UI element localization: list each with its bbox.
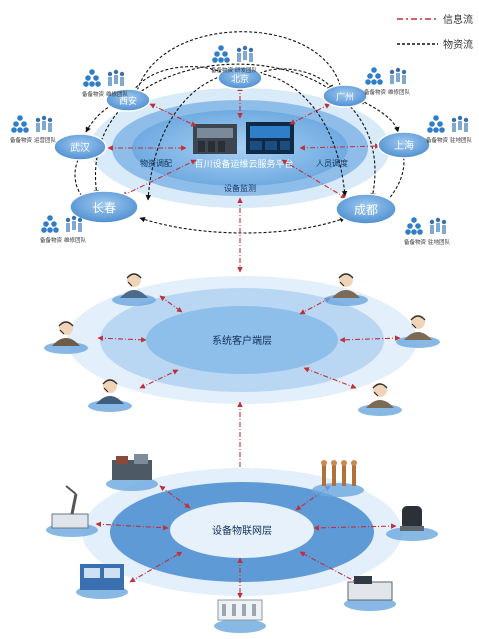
- city-label-beijing: 北京: [231, 73, 249, 85]
- cloud-label-device-monitor: 设备监测: [224, 183, 256, 193]
- client-layer-title: 系统客户端层: [212, 334, 272, 347]
- spare-parts-stack-icon: [83, 69, 101, 87]
- resource-label-spare: 备备物资: [211, 66, 234, 74]
- team-people-icon: [429, 217, 447, 234]
- resource-label-spare: 备备物资: [40, 236, 63, 244]
- resource-label-spare: 备备物资: [404, 238, 427, 246]
- resource-label-team: 驻地团队: [428, 238, 451, 246]
- resource-label-team: 维修团队: [106, 90, 129, 98]
- city-node-guangzhou: 广州: [322, 84, 368, 108]
- city-node-chengdu: 成都: [335, 193, 397, 225]
- spare-parts-stack-icon: [365, 67, 383, 85]
- industrial-device-icon: [106, 454, 158, 491]
- city-label-changchun: 长春: [92, 201, 116, 215]
- resource-label-spare: 备备物资: [364, 88, 387, 96]
- legend-info-flow-label: 信息流: [443, 13, 473, 26]
- resource-label-team: 研发团队: [235, 66, 258, 74]
- industrial-device-icon: [312, 460, 364, 497]
- city-node-xian: 西安: [105, 88, 151, 112]
- resource-icon-clusters: 备备物资研发团队备备物资维修团队备备物资维修团队备备物资运营团队备备物资驻地团队…: [10, 45, 473, 246]
- legend: 信息流 物资流: [397, 13, 473, 51]
- cloud-label-staff-dispatch: 人员调度: [316, 158, 348, 168]
- client-layer: 系统客户端层: [67, 276, 417, 404]
- team-people-icon: [65, 215, 83, 232]
- industrial-device-icon: [344, 576, 396, 611]
- spare-parts-stack-icon: [11, 115, 29, 133]
- resource-cluster: 备备物资研发团队: [211, 45, 258, 74]
- resource-label-team: 驻地团队: [450, 136, 473, 144]
- resource-cluster: 备备物资维修团队: [364, 67, 411, 96]
- headset-operator-icon: [358, 383, 402, 416]
- headset-operator-icon: [88, 379, 132, 412]
- industrial-device-icon: [214, 599, 266, 633]
- iot-layer-title: 设备物联网层: [212, 524, 272, 537]
- resource-label-spare: 备备物资: [82, 90, 105, 98]
- spare-parts-stack-icon: [427, 115, 445, 133]
- spare-parts-stack-icon: [41, 215, 59, 233]
- resource-label-team: 维修团队: [388, 88, 411, 96]
- resource-cluster: 备备物资运营团队: [10, 115, 57, 144]
- iot-devices: [46, 454, 438, 633]
- client-core: [146, 306, 338, 374]
- resource-label-spare: 备备物资: [10, 136, 33, 144]
- resource-cluster: 备备物资驻地团队: [426, 115, 473, 144]
- industrial-device-icon: [386, 506, 438, 541]
- legend-material-flow-label: 物资流: [443, 38, 473, 51]
- headset-operator-icon: [112, 273, 156, 306]
- resource-cluster: 备备物资维修团队: [40, 215, 87, 244]
- resource-cluster: 备备物资驻地团队: [404, 217, 451, 246]
- spare-parts-stack-icon: [405, 217, 423, 235]
- city-label-chengdu: 成都: [354, 203, 378, 217]
- city-label-wuhan: 武汉: [70, 141, 90, 154]
- resource-label-spare: 备备物资: [426, 136, 449, 144]
- headset-operator-icon: [396, 315, 440, 348]
- team-people-icon: [236, 45, 254, 62]
- city-label-shanghai: 上海: [394, 139, 414, 152]
- resource-label-team: 维修团队: [64, 236, 87, 244]
- industrial-device-icon: [76, 564, 128, 599]
- city-node-shanghai: 上海: [377, 131, 431, 159]
- client-operators: [44, 273, 440, 416]
- city-label-xian: 西安: [119, 95, 137, 107]
- info-flow-links-cloud: [107, 85, 381, 199]
- headset-operator-icon: [324, 273, 368, 306]
- cloud-label-material-dispatch: 物资调配: [140, 158, 172, 168]
- info-links-iot: [95, 485, 397, 599]
- control-room-photo-left: [193, 124, 237, 154]
- team-people-icon: [451, 115, 469, 132]
- resource-label-team: 运营团队: [34, 136, 57, 144]
- iot-core: [170, 502, 314, 558]
- city-nodes: 北京 西安 广州 武汉 上海 长春 成都: [53, 66, 431, 225]
- team-people-icon: [35, 115, 53, 132]
- cloud-core: [132, 110, 348, 186]
- headset-operator-icon: [44, 321, 88, 354]
- resource-cluster: 备备物资维修团队: [82, 69, 129, 98]
- city-label-guangzhou: 广州: [336, 91, 354, 103]
- control-room-photo-right: [246, 122, 294, 154]
- industrial-device-icon: [46, 485, 98, 537]
- city-node-changchun: 长春: [69, 190, 139, 224]
- city-node-beijing: 北京: [217, 66, 263, 90]
- info-links-client: [97, 295, 401, 389]
- cloud-platform-title: 百川设备运维云服务平台: [194, 158, 293, 170]
- spare-parts-stack-icon: [212, 45, 230, 63]
- team-people-icon: [389, 67, 407, 84]
- team-people-icon: [107, 69, 125, 86]
- city-node-wuhan: 武汉: [53, 133, 107, 161]
